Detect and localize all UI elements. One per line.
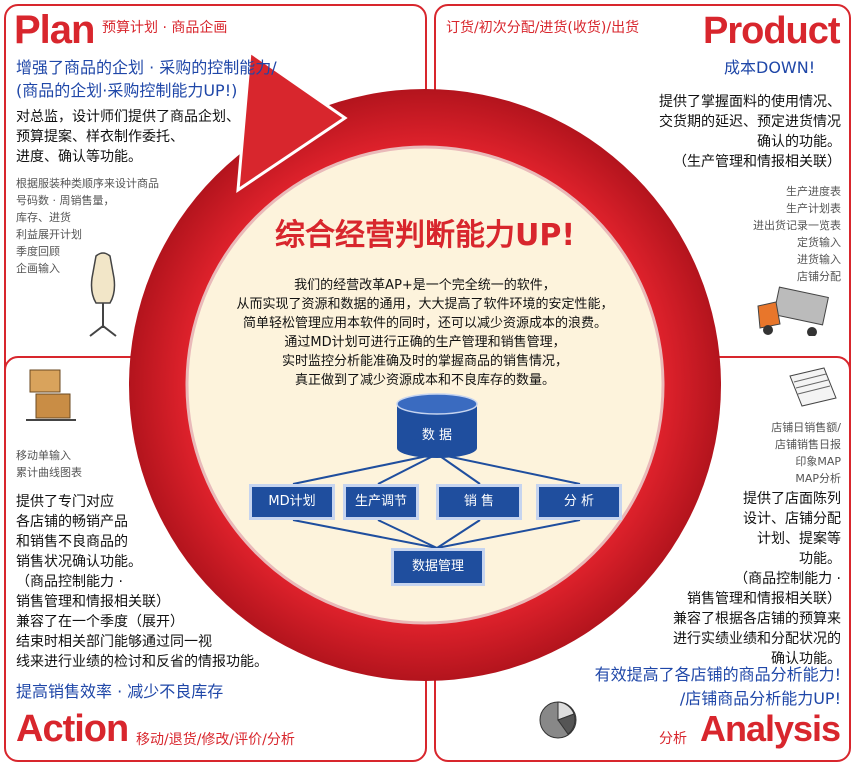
product-title: Product — [703, 10, 841, 52]
action-body-9: 线来进行业绩的检讨和反省的情报功能。 — [16, 654, 268, 670]
plan-subtitle: 预算计划 · 商品企画 — [102, 20, 228, 36]
plan-title: Plan — [14, 8, 95, 52]
center-line: 实时监控分析能准确及时的掌握商品的销售情况， — [281, 354, 568, 369]
plan-headline-1: 增强了商品的企划 · 采购的控制能力/ — [16, 58, 277, 77]
analysis-subtitle: 分析 — [659, 731, 687, 747]
center-line: 我们的经营改革AP+是一个完全统一的软件， — [294, 278, 556, 293]
dress-form-icon — [89, 252, 117, 337]
product-feature: 进出货记录一览表 — [753, 219, 841, 232]
center-line: 通过MD计划可进行正确的生产管理和销售管理， — [284, 335, 566, 350]
action-body-1: 提供了专门对应 — [16, 494, 114, 510]
analysis-body-6: 销售管理和情报相关联） — [687, 591, 841, 607]
plan-feature: 库存、进货 — [16, 211, 71, 224]
product-body-4: （生产管理和情报相关联） — [673, 154, 841, 170]
flow-box-data-management: 数据管理 — [391, 548, 485, 586]
analysis-feature: 印象MAP — [795, 455, 841, 468]
flow-box-md-plan: MD计划 — [249, 484, 335, 520]
product-body-3: 确认的功能。 — [757, 134, 841, 150]
action-body-3: 和销售不良商品的 — [16, 534, 128, 550]
product-feature: 进货输入 — [797, 253, 841, 266]
pie-chart-icon — [539, 701, 577, 739]
product-feature: 生产计划表 — [786, 202, 841, 215]
action-body-4: 销售状况确认功能。 — [16, 554, 142, 570]
action-feature: 累计曲线图表 — [16, 466, 82, 479]
flow-box-analysis: 分 析 — [536, 484, 622, 520]
flow-box-sales: 销 售 — [436, 484, 522, 520]
center-line: 简单轻松管理应用本软件的同时，还可以减少资源成本的浪费。 — [242, 316, 607, 331]
analysis-body-3: 计划、提案等 — [757, 531, 841, 547]
product-body-1: 提供了掌握面料的使用情况、 — [659, 94, 841, 110]
action-feature: 移动单输入 — [16, 449, 71, 462]
action-body-7: 兼容了在一个季度（展开） — [16, 614, 184, 630]
action-body-8: 结束时相关部门能够通过同一视 — [16, 634, 212, 650]
papers-icon — [789, 367, 837, 407]
boxes-icon — [26, 369, 76, 421]
analysis-feature: 店铺销售日报 — [775, 438, 841, 451]
database-icon — [396, 393, 478, 458]
ring-gap — [190, 96, 228, 142]
analysis-body-5: （商品控制能力 · — [734, 571, 841, 587]
product-headline: 成本DOWN! — [724, 58, 816, 77]
center-description: 我们的经营改革AP+是一个完全统一的软件， 从而实现了资源和数据的通用，大大提高… — [205, 276, 645, 390]
product-feature: 生产进度表 — [786, 185, 841, 198]
analysis-body-8: 进行实绩业绩和分配状况的 — [673, 631, 841, 647]
plan-feature: 季度回顾 — [16, 245, 60, 258]
database-label: 数 据 — [421, 428, 453, 443]
plan-feature: 利益展开计划 — [16, 228, 82, 241]
analysis-body-7: 兼容了根据各店铺的预算来 — [673, 611, 841, 627]
product-subtitle: 订货/初次分配/进货(收货)/出货 — [446, 20, 640, 36]
plan-body-2: 预算提案、样衣制作委托、 — [16, 129, 184, 145]
plan-feature: 企画输入 — [16, 262, 60, 275]
plan-headline-2: (商品的企划·采购控制能力UP!) — [16, 81, 238, 100]
analysis-title: Analysis — [700, 708, 841, 749]
product-feature: 定货输入 — [797, 236, 841, 249]
action-body-6: 销售管理和情报相关联） — [16, 594, 170, 610]
product-feature: 店铺分配 — [797, 270, 841, 283]
plan-body-1: 对总监，设计师们提供了商品企划、 — [16, 109, 240, 125]
action-subtitle: 移动/退货/修改/评价/分析 — [136, 732, 295, 748]
action-body-2: 各店铺的畅销产品 — [16, 514, 128, 530]
product-body-2: 交货期的延迟、预定进货情况 — [659, 114, 841, 130]
center-line: 从而实现了资源和数据的通用，大大提高了软件环境的安定性能， — [236, 297, 614, 312]
action-headline: 提高销售效率 · 减少不良库存 — [16, 682, 224, 701]
analysis-feature: MAP分析 — [795, 472, 841, 485]
analysis-body-1: 提供了店面陈列 — [743, 491, 841, 507]
plan-body-3: 进度、确认等功能。 — [16, 149, 142, 165]
plan-feature: 号码数 · 周销售量， — [16, 194, 115, 207]
truck-icon — [757, 286, 829, 336]
action-body-5: （商品控制能力 · — [16, 574, 123, 590]
analysis-body-4: 功能。 — [799, 551, 841, 567]
plan-feature: 根据服装种类顺序来设计商品 — [16, 177, 159, 190]
action-title: Action — [16, 708, 129, 750]
analysis-headline-1: 有效提高了各店铺的商品分析能力! — [594, 665, 841, 684]
cycle-arrow-icon — [236, 49, 348, 193]
analysis-body-2: 设计、店铺分配 — [743, 511, 841, 527]
analysis-body-9: 确认功能。 — [771, 651, 841, 667]
analysis-headline-2: /店铺商品分析能力UP! — [679, 689, 841, 708]
analysis-feature: 店铺日销售额/ — [771, 421, 841, 434]
center-title: 综合经营判断能力UP! — [274, 218, 576, 253]
center-line: 真正做到了减少资源成本和不良库存的数量。 — [294, 373, 555, 388]
flow-box-production: 生产调节 — [343, 484, 419, 520]
